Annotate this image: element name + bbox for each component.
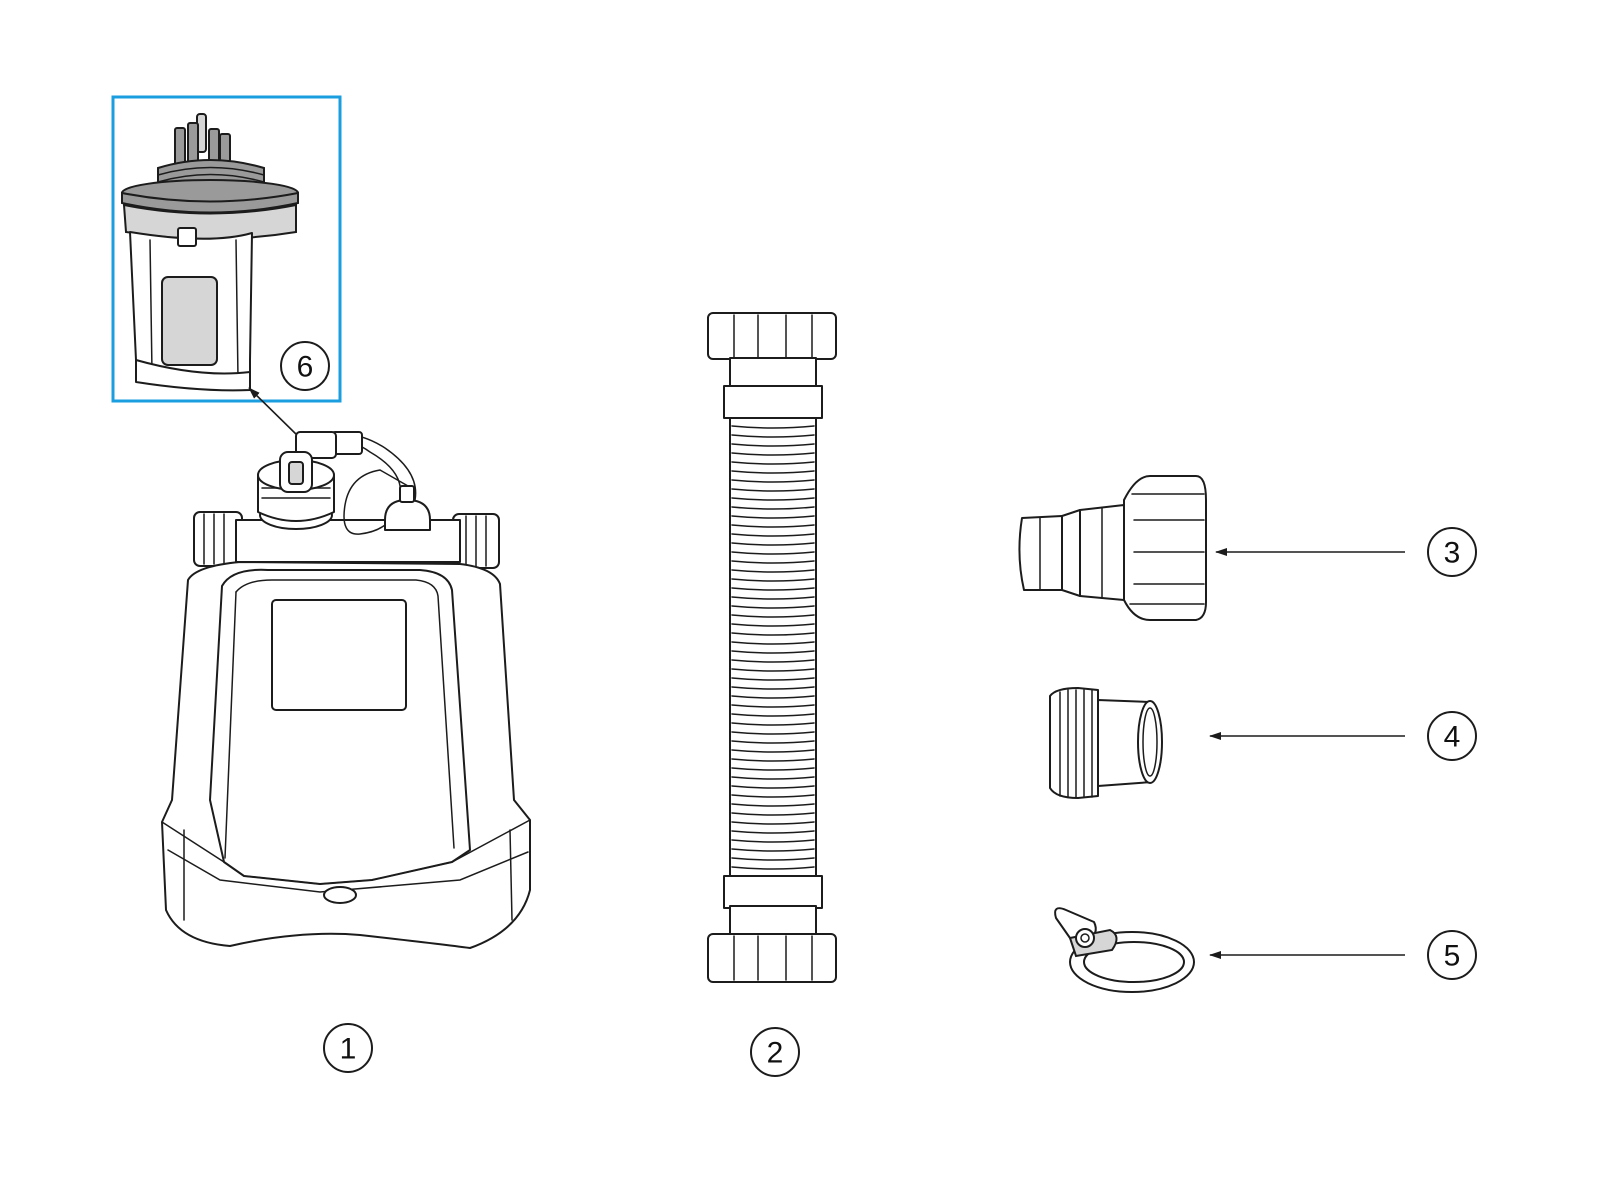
callout-6-label: 6 bbox=[297, 351, 314, 384]
part-5-hose-clamp[interactable]: 5 bbox=[1054, 907, 1477, 993]
part-1-chlorinator-unit[interactable]: 1 bbox=[161, 431, 531, 1073]
part-6-highlight-frame bbox=[111, 95, 342, 403]
threaded-adapter-icon bbox=[1049, 687, 1163, 799]
callout-5-circle bbox=[1427, 930, 1477, 980]
callout-3-label: 3 bbox=[1444, 537, 1461, 570]
part-6-electrolytic-cell[interactable]: 6 bbox=[111, 95, 342, 403]
callout-2-label: 2 bbox=[767, 1037, 784, 1070]
part-2-flexible-hose[interactable]: 2 bbox=[707, 312, 837, 1077]
callout-2-circle bbox=[750, 1027, 800, 1077]
part-3-hose-adapter[interactable]: 3 bbox=[1018, 475, 1477, 621]
callout-3-circle bbox=[1427, 527, 1477, 577]
callout-6-circle bbox=[280, 341, 330, 391]
callout-5-label: 5 bbox=[1444, 940, 1461, 973]
hose-corrugations bbox=[731, 425, 815, 870]
hose-clamp-icon bbox=[1054, 907, 1195, 993]
callout-4-circle bbox=[1427, 711, 1477, 761]
callout-1-circle bbox=[323, 1023, 373, 1073]
hose-adapter-with-nut-icon bbox=[1018, 475, 1207, 621]
callout-4-label: 4 bbox=[1444, 721, 1461, 754]
callout-6-leader bbox=[248, 387, 301, 439]
electrolytic-cell-icon bbox=[121, 113, 299, 392]
salt-chlorinator-unit-icon bbox=[161, 431, 531, 949]
callout-1-label: 1 bbox=[340, 1033, 357, 1066]
part-4-threaded-adapter[interactable]: 4 bbox=[1049, 687, 1477, 799]
flexible-hose-icon bbox=[707, 312, 837, 983]
